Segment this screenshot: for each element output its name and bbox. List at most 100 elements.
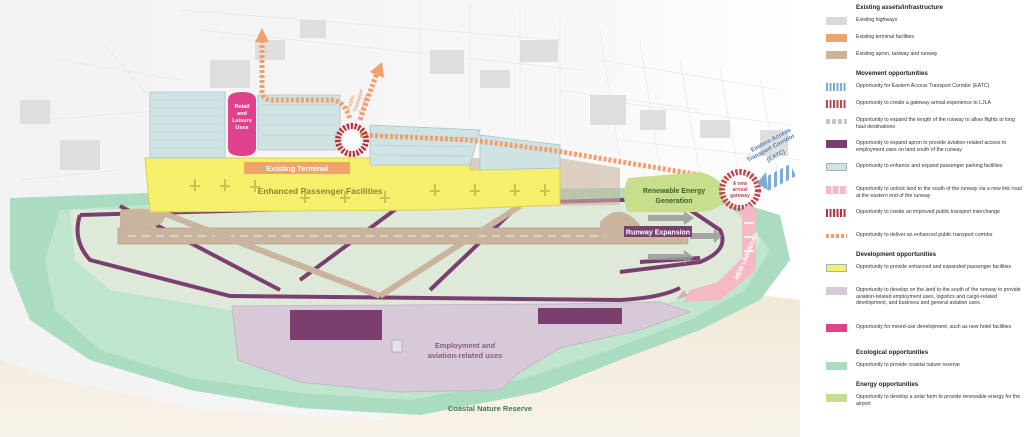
employment-label-2: aviation-related uses	[428, 351, 503, 360]
legend-item-label: Opportunity to provide enhanced and expa…	[856, 264, 1012, 270]
legend-swatch	[826, 163, 847, 171]
legend-item: Existing highways	[826, 17, 1024, 31]
eatc-corridor[interactable]	[760, 164, 796, 192]
beach	[0, 295, 800, 437]
legend-item-label: Opportunity to develop a solar farm to p…	[856, 394, 1021, 407]
legend-item: Opportunity to deliver an enhanced publi…	[826, 232, 1024, 246]
legend-heading: Existing assets/infrastructure	[856, 4, 943, 11]
legend-item-label: Opportunity to unlock land to the south …	[856, 186, 1022, 199]
existing-terminal[interactable]	[244, 162, 350, 174]
renewable-label-1: Renewable Energy	[643, 188, 705, 195]
legend-swatch	[826, 100, 847, 108]
legend-item-label: Opportunity to deliver an enhanced publi…	[856, 232, 993, 238]
legend-item-label: Opportunity to create a gateway arrival …	[856, 100, 991, 106]
public-transport-corridor[interactable]	[259, 40, 701, 178]
urban-grid	[19, 0, 800, 186]
interchange-core	[344, 132, 360, 148]
renewable-energy-area[interactable]	[624, 172, 726, 212]
legend-swatch	[826, 394, 847, 402]
runway-expansion-label: Runway Expansion	[626, 230, 690, 237]
legend-swatch	[826, 234, 847, 238]
retail-label-3: Leisure	[232, 118, 252, 124]
legend-item-label: Opportunity to enhance and expand passen…	[856, 163, 1003, 169]
gateway-label-2: arrival	[732, 187, 748, 193]
retail-leisure-area[interactable]	[228, 92, 256, 156]
legend-swatch	[826, 287, 847, 295]
cross-taxi	[158, 203, 522, 299]
legend-item: Opportunity to develop a solar farm to p…	[826, 394, 1024, 408]
legend-item-label: Opportunity to provide coastal nature re…	[856, 362, 960, 368]
legend-item: Opportunity to unlock land to the south …	[826, 186, 1024, 200]
legend-item-label: Opportunity for mixed-use development, s…	[856, 324, 1012, 330]
legend-item-label: Opportunity to create an improved public…	[856, 209, 1000, 215]
new-link-road[interactable]	[684, 212, 756, 302]
legend-item: Opportunity to develop on the land to th…	[826, 287, 1024, 306]
link-road-blocks	[744, 222, 754, 252]
legend-item-label: Existing terminal facilities	[856, 34, 914, 40]
gateway-label-3: gateway	[730, 193, 750, 199]
passenger-parking[interactable]	[149, 91, 561, 171]
eatc-arrow	[757, 172, 768, 190]
runway-expansion-arrows	[648, 211, 722, 264]
renewable-label-2: Generation	[656, 198, 693, 205]
legend-swatch	[826, 324, 847, 332]
legend-item: Existing apron, taxiway and runway	[826, 51, 1024, 65]
legend-swatch	[826, 118, 847, 124]
legend-heading: Energy opportunities	[856, 381, 919, 388]
retail-label-4: Uses	[235, 125, 248, 131]
legend-item: Opportunity to create a gateway arrival …	[826, 100, 1024, 114]
building-marker	[391, 339, 403, 353]
legend-item-label: Existing apron, taxiway and runway	[856, 51, 938, 57]
pt-arrow-north	[255, 28, 269, 42]
legend-swatch	[826, 186, 847, 194]
legend-item: Opportunity to enhance and expand passen…	[826, 163, 1024, 177]
legend-heading: Ecological opportunities	[856, 349, 929, 356]
legend-item: Opportunity to provide coastal nature re…	[826, 362, 1024, 376]
urban-blocks	[20, 20, 788, 170]
legend-item-label: Opportunity for Eastern Access Transport…	[856, 83, 990, 89]
legend-item: Opportunity to create an improved public…	[826, 209, 1024, 223]
aircraft-icons	[190, 179, 550, 203]
link-road-arrow	[738, 204, 760, 214]
airport-masterplan-map: Runway Expansion Enhanced Passenger Faci…	[0, 0, 800, 437]
pt-label-3: Corridor	[358, 94, 370, 115]
legend-swatch	[826, 140, 847, 148]
gateway-label-1: A new	[733, 181, 748, 187]
legend-item: Existing terminal facilities	[826, 34, 1024, 48]
legend-item-label: Opportunity to develop on the land to th…	[856, 287, 1021, 307]
legend-swatch	[826, 264, 847, 272]
link-road-arrow-west	[676, 290, 688, 300]
public-transport-interchange[interactable]	[335, 123, 369, 157]
apron-access-east[interactable]	[538, 308, 622, 324]
legend-swatch	[826, 209, 847, 217]
apron-loop	[120, 208, 165, 229]
legend-swatch	[826, 51, 847, 59]
legend-item: Opportunity for Eastern Access Transport…	[826, 83, 1024, 97]
pt-arrow-ne	[370, 62, 384, 78]
legend-item: Opportunity for mixed-use development, s…	[826, 324, 1024, 338]
legend-item: Opportunity to expand apron to provide a…	[826, 140, 1024, 154]
employment-label-1: Employment and	[435, 341, 496, 350]
legend-swatch	[826, 83, 847, 91]
legend-swatch	[826, 362, 847, 370]
legend-heading: Development opportunities	[856, 251, 937, 258]
runway-expansion-box	[624, 226, 692, 237]
legend-swatch	[826, 34, 847, 42]
arrival-gateway[interactable]	[719, 169, 761, 211]
legend-heading: Movement opportunities	[856, 70, 928, 77]
legend-item-label: Opportunity to expand the length of the …	[856, 117, 1015, 130]
enhanced-passenger-label: Enhanced Passenger Facilities	[258, 186, 383, 196]
retail-label-2: and	[237, 111, 247, 117]
legend-item-label: Opportunity to expand apron to provide a…	[856, 140, 1007, 153]
retail-label-1: Retail	[235, 104, 250, 110]
existing-terminal-label: Existing Terminal	[266, 164, 328, 173]
coastal-label: Coastal Nature Reserve	[448, 404, 532, 413]
apron-access-west[interactable]	[290, 310, 382, 340]
legend-item: Opportunity to expand the length of the …	[826, 117, 1024, 131]
legend-swatch	[826, 17, 847, 25]
legend-item-label: Existing highways	[856, 17, 898, 23]
parking-lines	[155, 99, 476, 157]
legend-item: Opportunity to provide enhanced and expa…	[826, 264, 1024, 278]
pt-label-1: Public	[346, 94, 356, 110]
